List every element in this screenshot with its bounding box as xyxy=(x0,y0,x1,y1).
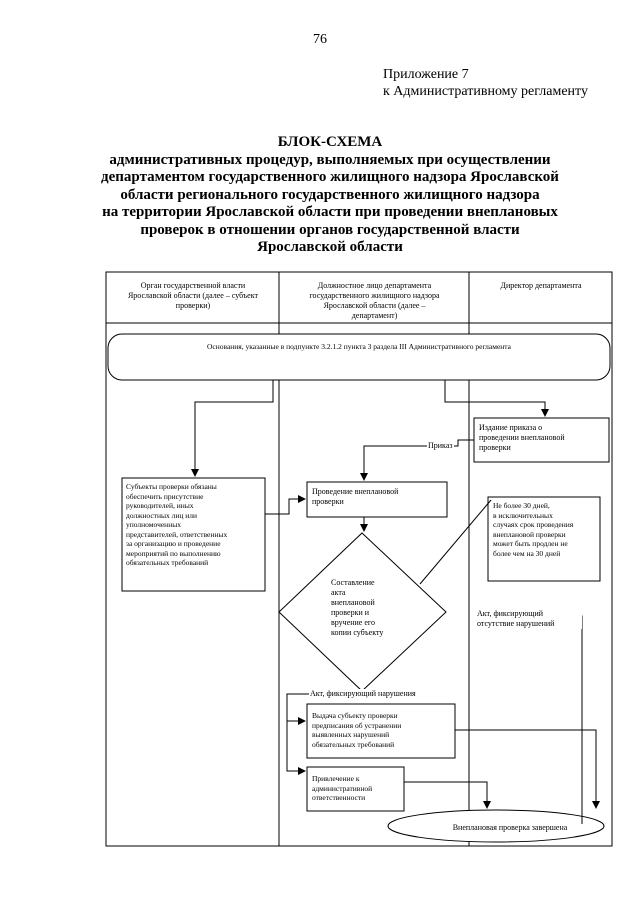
subjects-line-8: мероприятий по выполнению xyxy=(126,548,221,558)
liability-line-2: административной xyxy=(312,783,373,793)
lane2-line-4: департамент) xyxy=(351,311,398,320)
arrow-liability-to-complete xyxy=(404,781,491,809)
act-line-5: вручение его xyxy=(331,618,375,627)
subjects-obliged-text: Субъекты проверки обязаны обеспечить при… xyxy=(126,482,264,568)
act-violations-label: Акт, фиксирующий нарушения xyxy=(309,689,417,699)
act-line-2: акта xyxy=(331,588,346,597)
swimlane-frame xyxy=(105,271,613,847)
title-line-6: проверок в отношении органов государстве… xyxy=(140,221,520,238)
note-line-2: в исключительных xyxy=(493,510,553,520)
page-number: 76 xyxy=(313,32,327,47)
lane-header-director: Директор департамента xyxy=(471,281,611,291)
note-line-3: случаях срок проведения xyxy=(493,520,574,529)
conduct-line-2: проверки xyxy=(312,497,344,506)
completed-text: Внеплановая проверка завершена xyxy=(452,823,568,832)
grounds-text: Основания, указанные в подпункте 3.2.1.2… xyxy=(207,342,511,351)
order-fix-line-4: обязательных требований xyxy=(312,739,395,749)
lane2-line-1: Должностное лицо департамента xyxy=(317,281,432,290)
document-title: БЛОК-СХЕМА административных процедур, вы… xyxy=(60,134,600,257)
appendix-line-2: к Административному регламенту xyxy=(383,84,588,99)
order-issue-line-2: проведении внеплановой xyxy=(479,433,565,442)
arrow-order-fix-to-complete xyxy=(455,729,600,809)
lane1-line-1: Орган государственной власти xyxy=(140,281,246,290)
title-line-4: области регионального государственного ж… xyxy=(120,186,540,203)
subjects-line-7: за организацию и проведение xyxy=(126,539,221,548)
order-issue-line-1: Издание приказа о xyxy=(479,423,543,432)
appendix-line-1: Приложение 7 xyxy=(383,67,469,82)
note-line-5: может быть продлен не xyxy=(493,539,568,548)
subjects-line-3: руководителей, иных xyxy=(126,501,194,510)
liability-text: Привлечение к административной ответстве… xyxy=(312,774,404,803)
arrow-order-to-conduct xyxy=(360,439,474,481)
title-line-7: Ярославской области xyxy=(257,239,403,255)
act-line-1: Составление xyxy=(331,578,375,587)
note-leader-line xyxy=(419,499,492,585)
no-violations-line-1: Акт, фиксирующий xyxy=(477,609,544,618)
note-line-6: более чем на 30 дней xyxy=(493,548,561,558)
lane-header-official: Должностное лицо департамента государств… xyxy=(282,281,467,321)
lane2-line-3: Ярославской области (далее – xyxy=(323,301,426,310)
act-line-6: копии субъекту xyxy=(331,628,384,637)
duration-note-text: Не более 30 дней, в исключительных случа… xyxy=(493,501,599,558)
conduct-inspection-box xyxy=(306,481,448,518)
duration-note-box xyxy=(487,496,601,582)
title-line-5: на территории Ярославской области при пр… xyxy=(102,204,558,220)
liability-line-3: ответственности xyxy=(312,793,366,802)
lane-header-subject: Орган государственной власти Ярославской… xyxy=(110,281,276,311)
subjects-line-9: обязательных требований xyxy=(126,558,209,567)
conduct-inspection-text: Проведение внеплановой проверки xyxy=(312,487,445,507)
order-fix-text: Выдача субъекту проверки предписания об … xyxy=(312,711,454,749)
lane3-line-1: Директор департамента xyxy=(500,281,582,290)
subjects-obliged-box xyxy=(121,477,266,592)
liability-box xyxy=(306,766,405,812)
note-line-4: внеплановой проверки xyxy=(493,529,566,539)
order-issue-line-3: проверки xyxy=(479,443,511,452)
act-line-4: проверки и xyxy=(331,608,370,617)
title-line-2: административных процедур, выполняемых п… xyxy=(109,151,551,168)
completed-ellipse xyxy=(387,809,605,843)
title-line-1: БЛОК-СХЕМА xyxy=(277,134,383,150)
note-line-1: Не более 30 дней, xyxy=(493,501,550,510)
arrow-grounds-to-order xyxy=(444,380,549,417)
subjects-line-5: уполномоченных xyxy=(126,520,181,529)
subjects-line-4: должностных лиц или xyxy=(126,510,198,520)
line-no-violations xyxy=(560,615,583,824)
lane1-line-2: Ярославской области (далее – субъект xyxy=(127,291,259,300)
subjects-line-6: представителей, ответственных xyxy=(126,529,228,539)
subjects-line-2: обеспечить присутствие xyxy=(126,491,204,501)
appendix-caption: Приложение 7 к Административному регламе… xyxy=(383,66,588,100)
lane1-line-3: проверки) xyxy=(175,301,211,310)
order-fix-box xyxy=(306,703,456,759)
conduct-line-1: Проведение внеплановой xyxy=(312,487,399,496)
order-label: Приказ xyxy=(427,441,454,451)
act-line-3: внеплановой xyxy=(331,598,375,607)
act-no-violations-text: Акт, фиксирующий отсутствие нарушений xyxy=(477,609,582,629)
arrow-grounds-to-subjects xyxy=(191,380,274,477)
order-fix-line-2: предписания об устранении xyxy=(312,720,402,730)
subjects-line-1: Субъекты проверки обязаны xyxy=(126,482,217,491)
lane2-line-2: государственного жилищного надзора xyxy=(309,291,440,300)
title-line-3: департаментом государственного жилищного… xyxy=(101,169,559,185)
no-violations-line-2: отсутствие нарушений xyxy=(477,619,555,628)
order-issue-box xyxy=(473,417,610,463)
act-drafting-text: Составление акта внеплановой проверки и … xyxy=(331,578,411,638)
order-issue-text: Издание приказа о проведении внеплановой… xyxy=(479,423,607,453)
order-fix-line-1: Выдача субъекту проверки xyxy=(312,711,398,720)
grounds-box xyxy=(107,333,611,381)
arrow-subjects-to-conduct xyxy=(265,495,306,515)
order-fix-line-3: выявленных нарушений xyxy=(312,730,390,739)
liability-line-1: Привлечение к xyxy=(312,774,360,783)
